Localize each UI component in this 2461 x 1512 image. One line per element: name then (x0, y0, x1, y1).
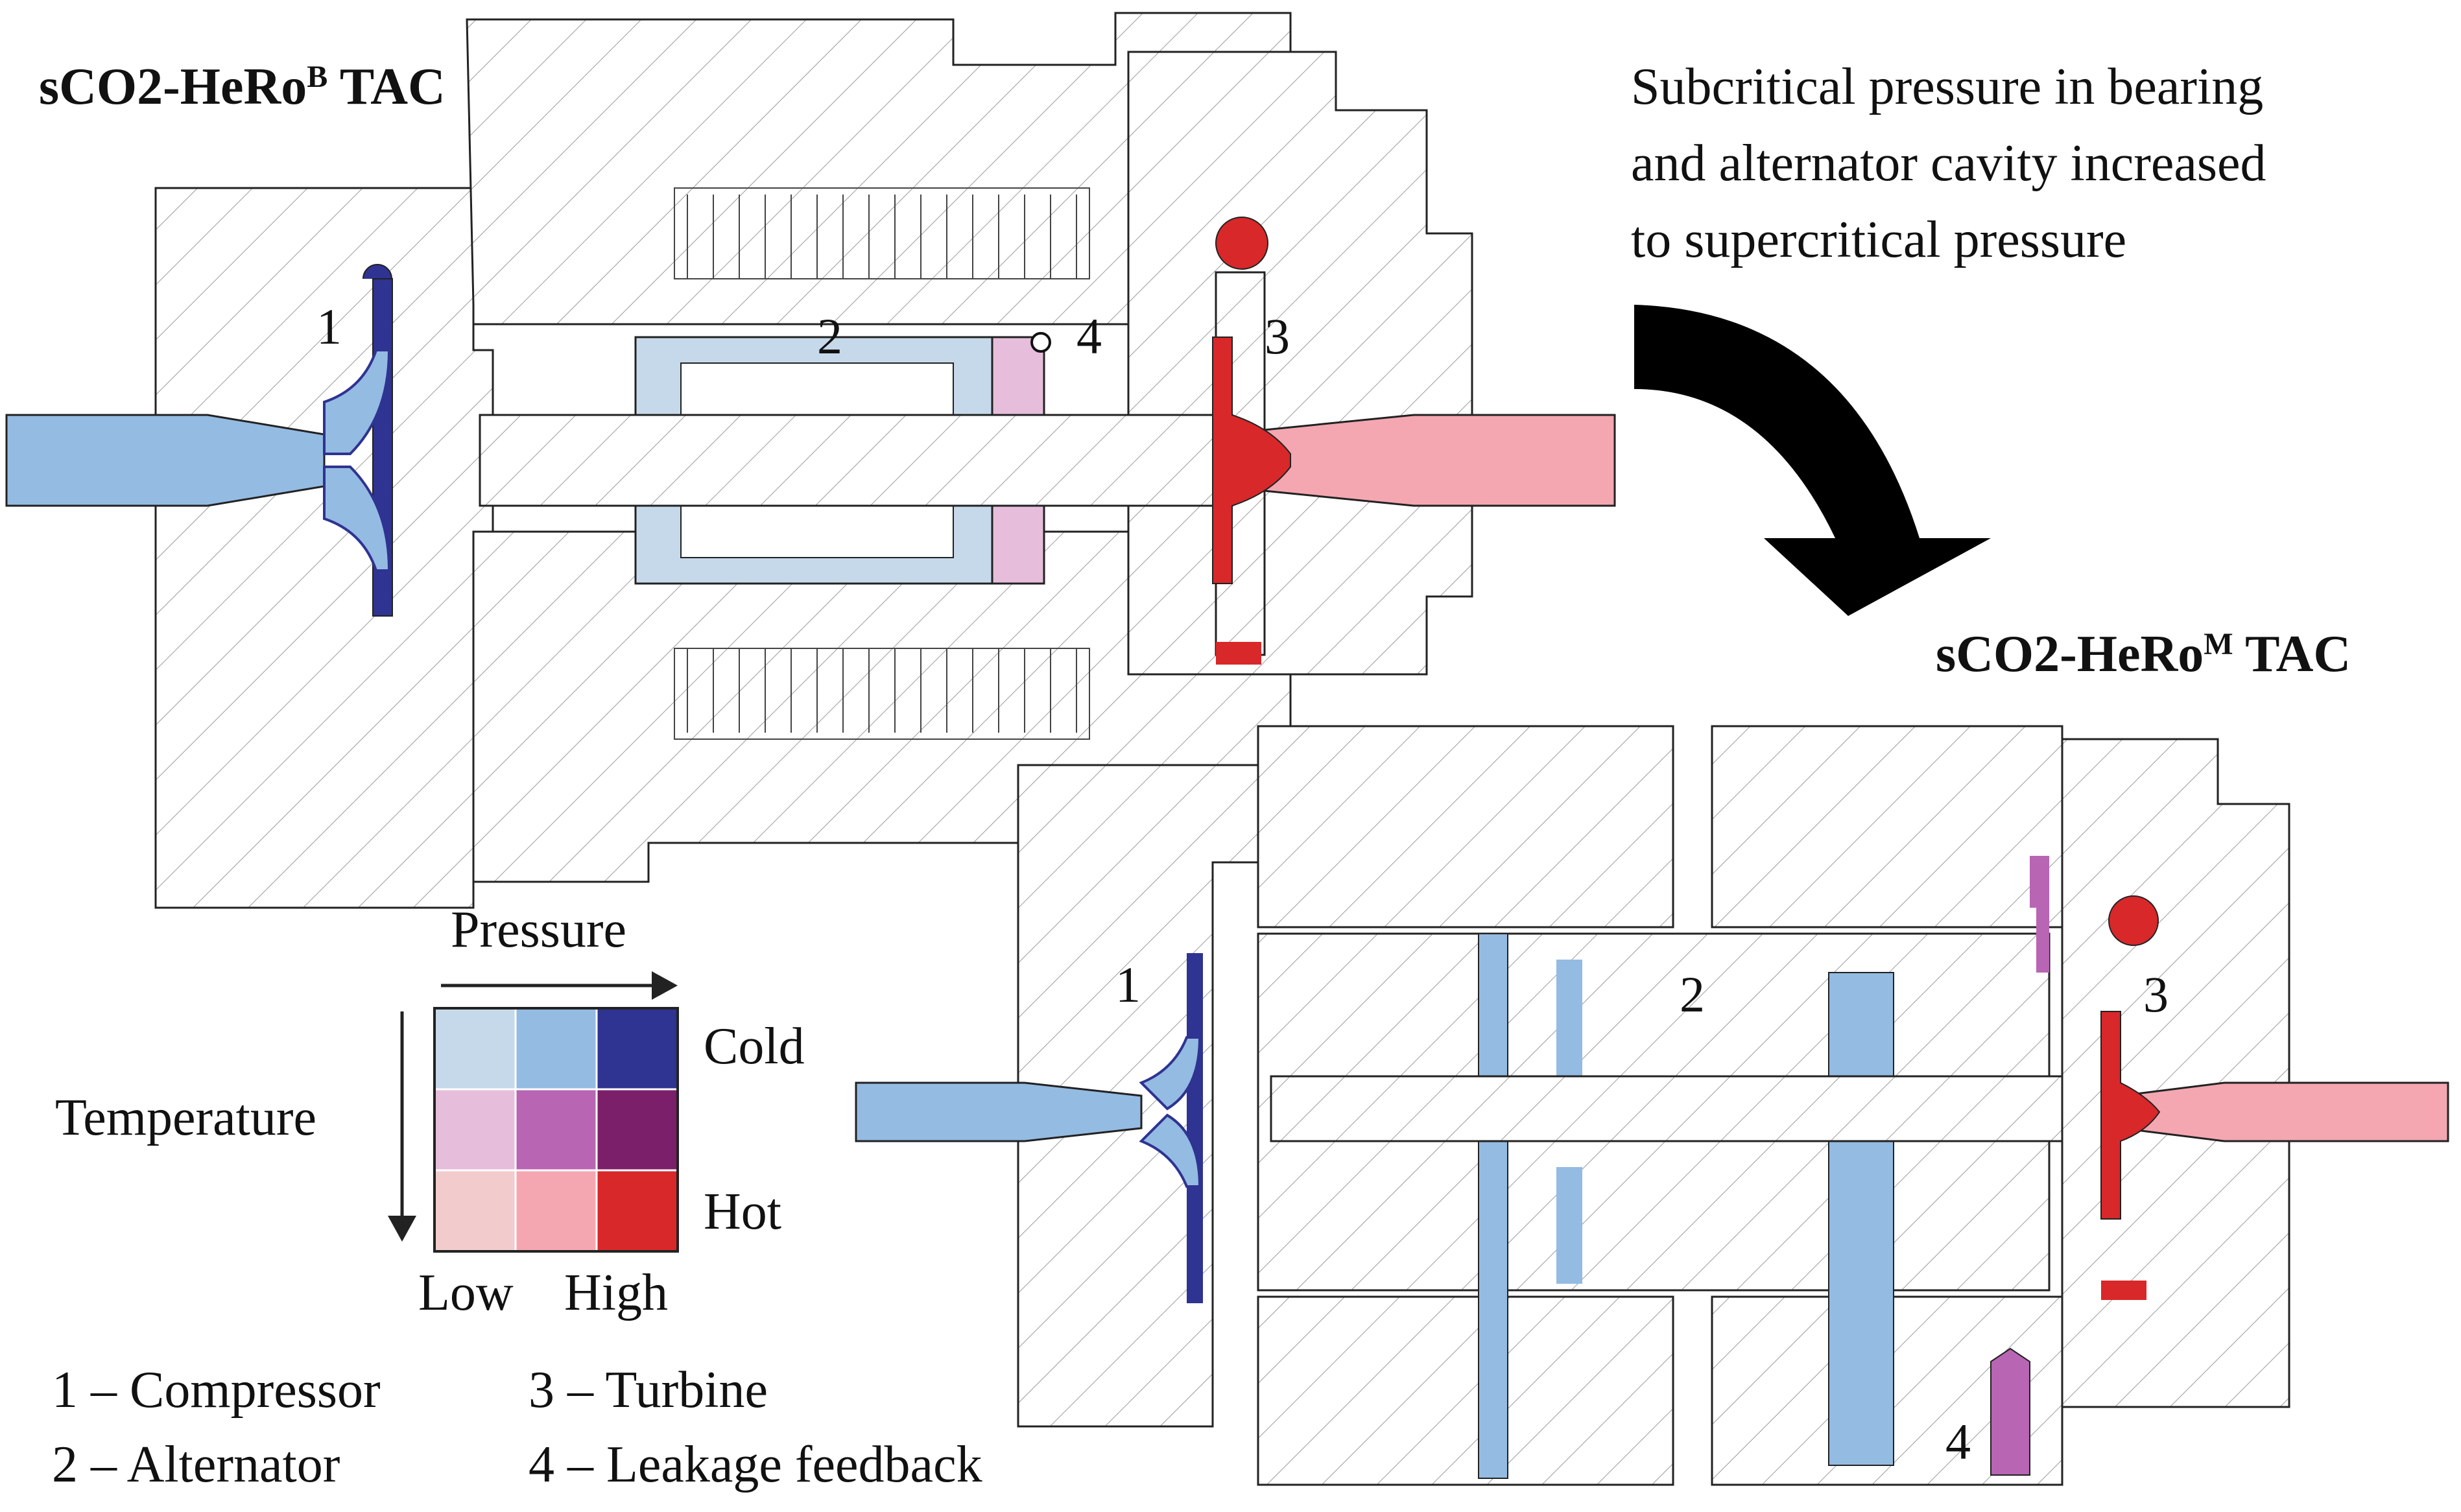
legend-cell-r0-c2 (595, 1007, 679, 1091)
legend-cell-r0-c1 (514, 1007, 598, 1091)
herom-callout-turbine: 3 (2143, 966, 2169, 1022)
herom-alternator-gap-bottom (1556, 1167, 1582, 1284)
herom-compressor-volute (1187, 953, 1203, 1303)
component-key: 1 – Compressor 2 – Alternator 3 – Turbin… (52, 1362, 982, 1493)
legend-cell-r1-c1 (514, 1088, 598, 1172)
herob-housing-right (1127, 51, 1473, 676)
herob-cooling-fins-top (674, 187, 1090, 279)
herom-turbine-seal (2101, 1281, 2146, 1300)
herob-shaft (479, 414, 1233, 507)
herom-leakage-feedback-port (1990, 1347, 2030, 1476)
herob-callout-leakage: 4 (1076, 308, 1102, 364)
herom-turbine-scroll (2108, 895, 2159, 946)
herom-compressor-inlet (855, 1081, 1143, 1142)
herom-turbine-outlet (2119, 1081, 2449, 1142)
herob-title: sCO2-HeRoB TAC (39, 58, 446, 115)
herob-callout-compressor: 1 (316, 298, 342, 355)
herom-housing-right (2061, 738, 2290, 1408)
key-item-leakage: 4 – Leakage feedback (529, 1436, 982, 1493)
herom-leakage-channel (2030, 856, 2049, 973)
herom-alternator-gap-top (1556, 960, 1582, 1076)
legend-cell-r2-c1 (514, 1169, 598, 1253)
legend-low-label: Low (418, 1264, 514, 1321)
legend-high-label: High (564, 1264, 668, 1321)
herob-cooling-fins-bottom (674, 648, 1090, 740)
herom-cooling-channel-2 (1828, 972, 1894, 1466)
pressure-note: Subcritical pressure in bearing and alte… (1631, 58, 2266, 268)
herob-callout-alternator: 2 (817, 308, 842, 364)
herom-stator-top-left (1257, 725, 1674, 928)
legend-cold-label: Cold (704, 1018, 805, 1075)
legend-cell-r1-c0 (433, 1088, 517, 1172)
legend-grid-border (433, 1007, 679, 1253)
herob-compressor-wheel (323, 349, 391, 572)
legend: Pressure Temperature Cold Hot Low High (55, 901, 805, 1321)
legend-temperature-label: Temperature (55, 1089, 316, 1146)
herom-turbine-wheel (2100, 1011, 2161, 1220)
curved-arrow-icon (1634, 305, 1991, 616)
key-item-alternator: 2 – Alternator (52, 1436, 340, 1493)
legend-cell-r2-c0 (433, 1169, 517, 1253)
pressure-note-line-2: and alternator cavity increased (1631, 135, 2266, 192)
herom-shaft (1270, 1075, 2063, 1142)
herob-leakage-port-icon (1030, 332, 1051, 353)
herom-stator-top-right (1711, 725, 2063, 928)
herom-callout-leakage: 4 (1945, 1413, 1971, 1470)
herom-cooling-channel-1 (1478, 933, 1508, 1479)
herom-callout-alternator: 2 (1680, 966, 1705, 1022)
temperature-arrow-icon (388, 1011, 416, 1242)
pressure-arrow-icon (441, 971, 678, 1000)
key-item-compressor: 1 – Compressor (52, 1362, 381, 1419)
herob-compressor-inlet (5, 414, 326, 507)
herob-turbine-seal (1216, 642, 1261, 665)
legend-cell-r0-c0 (433, 1007, 517, 1091)
herom-tac-drawing: 1 2 3 4 (855, 725, 2449, 1486)
legend-cell-r2-c2 (595, 1169, 679, 1253)
legend-pressure-label: Pressure (451, 901, 626, 958)
herom-callout-compressor: 1 (1115, 956, 1141, 1013)
pressure-note-line-1: Subcritical pressure in bearing (1631, 58, 2263, 115)
legend-color-grid (433, 1007, 679, 1253)
herob-housing-left (154, 187, 494, 909)
legend-hot-label: Hot (704, 1183, 781, 1240)
key-item-turbine: 3 – Turbine (529, 1362, 768, 1419)
herom-title: sCO2-HeRoM TAC (1936, 626, 2351, 683)
herob-callout-turbine: 3 (1265, 308, 1290, 364)
legend-cell-r1-c2 (595, 1088, 679, 1172)
herob-tac-drawing: 1 2 4 3 (5, 12, 1616, 909)
herob-turbine-scroll (1215, 217, 1268, 270)
herom-compressor-wheel (1139, 1036, 1202, 1188)
pressure-note-line-3: to supercritical pressure (1631, 211, 2126, 268)
herob-turbine-wheel (1212, 337, 1291, 584)
herom-stator-bottom-left (1257, 1295, 1674, 1486)
